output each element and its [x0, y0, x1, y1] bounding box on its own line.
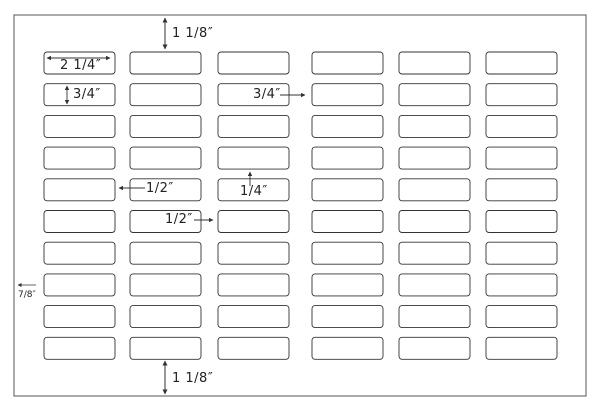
offset-label-height-label: 3/4″ [253, 87, 281, 102]
label-r3-c4 [311, 114, 384, 138]
label-r3-c2 [129, 114, 202, 138]
label-r5-c1 [43, 178, 116, 202]
label-r5-c3 [217, 178, 290, 202]
label-r1-c6 [485, 51, 558, 75]
label-r4-c5 [398, 146, 471, 170]
label-r6-c4 [311, 210, 384, 233]
label-r10-c2 [129, 336, 202, 360]
label-r2-c1 [43, 83, 116, 107]
label-r9-c5 [398, 305, 471, 329]
label-r1-c3 [217, 51, 290, 75]
top-margin-label: 1 1/8″ [172, 26, 214, 41]
label-r9-c3 [217, 305, 290, 329]
label-r8-c6 [485, 273, 558, 297]
label-r3-c3 [217, 114, 290, 138]
label-r10-c1 [43, 336, 116, 360]
label-r7-c2 [129, 241, 202, 265]
bottom-margin-label: 1 1/8″ [172, 371, 214, 386]
label-r7-c1 [43, 241, 116, 265]
label-r10-c5 [398, 336, 471, 360]
label-r7-c6 [485, 241, 558, 265]
label-r10-c4 [311, 336, 384, 360]
label-r4-c3 [217, 146, 290, 170]
label-r5-c5 [398, 178, 471, 202]
label-r5-c2 [129, 178, 202, 202]
label-r8-c1 [43, 273, 116, 297]
label-r3-c5 [398, 114, 471, 138]
label-r2-c4 [311, 83, 384, 107]
label-r9-c4 [311, 305, 384, 329]
side-margin-label: 7/8″ [18, 290, 36, 300]
label-r4-c1 [43, 146, 116, 170]
label-r7-c3 [217, 241, 290, 265]
label-r7-c5 [398, 241, 471, 265]
label-r2-c5 [398, 83, 471, 107]
gap-left-label: 1/2″ [146, 181, 174, 196]
label-r3-c6 [485, 114, 558, 138]
label-height-label: 3/4″ [73, 87, 101, 102]
label-r1-c4 [311, 51, 384, 75]
label-r6-c2 [129, 210, 202, 233]
label-r6-c3 [217, 210, 290, 233]
label-r7-c4 [311, 241, 384, 265]
gap-right-label: 1/2″ [165, 212, 193, 227]
label-r8-c3 [217, 273, 290, 297]
label-width-label: 2 1/4″ [60, 58, 102, 73]
label-r1-c2 [129, 51, 202, 75]
label-r6-c5 [398, 210, 471, 233]
label-r2-c2 [129, 83, 202, 107]
vertical-gap-label: 1/4″ [240, 184, 268, 199]
label-r3-c1 [43, 114, 116, 138]
label-r4-c4 [311, 146, 384, 170]
label-r8-c5 [398, 273, 471, 297]
label-r1-c5 [398, 51, 471, 75]
label-r9-c1 [43, 305, 116, 329]
label-r6-c1 [43, 210, 116, 233]
label-r4-c2 [129, 146, 202, 170]
label-r5-c4 [311, 178, 384, 202]
label-r8-c2 [129, 273, 202, 297]
label-r4-c6 [485, 146, 558, 170]
label-r10-c6 [485, 336, 558, 360]
label-r9-c6 [485, 305, 558, 329]
label-r8-c4 [311, 273, 384, 297]
labels-grid [43, 51, 558, 360]
label-r9-c2 [129, 305, 202, 329]
label-r10-c3 [217, 336, 290, 360]
sheet-border [13, 14, 587, 397]
label-r6-c6 [485, 210, 558, 233]
label-r5-c6 [485, 178, 558, 202]
label-r2-c6 [485, 83, 558, 107]
